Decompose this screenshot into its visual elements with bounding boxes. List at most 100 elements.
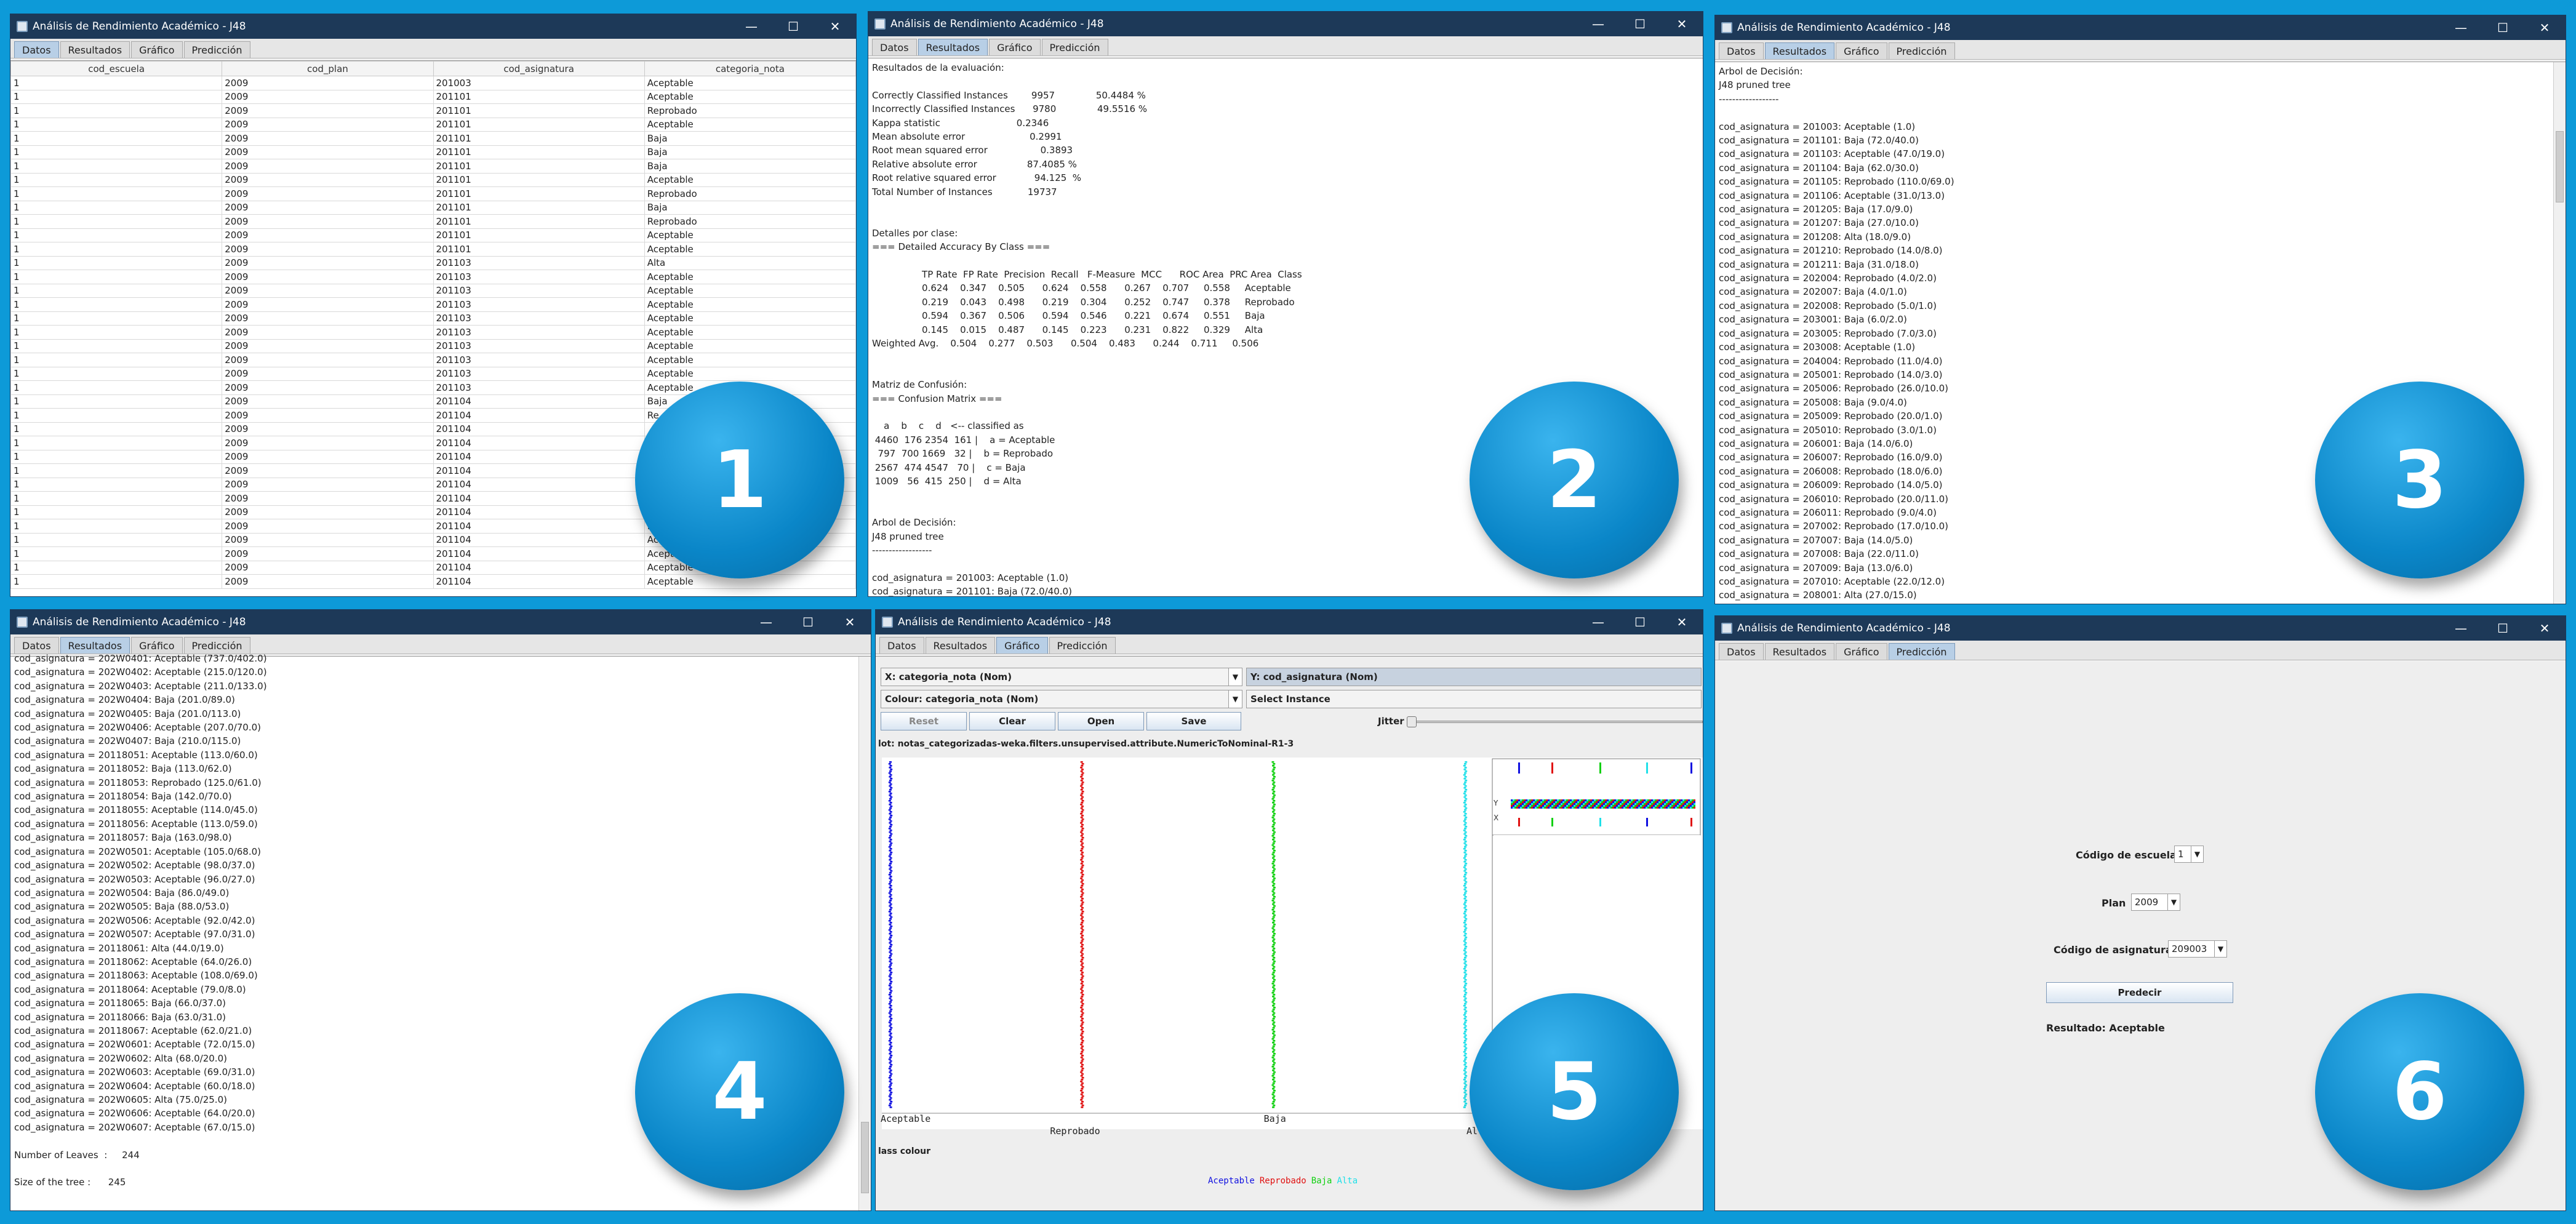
table-cell[interactable]: 1 (10, 145, 223, 159)
table-cell[interactable]: 2009 (222, 325, 434, 340)
tab-prediccion[interactable]: Predicción (1041, 39, 1108, 55)
table-cell[interactable]: 2009 (222, 131, 434, 146)
table-cell[interactable]: 2009 (222, 117, 434, 132)
table-cell[interactable]: 201104 (433, 422, 645, 436)
table-cell[interactable]: 1 (10, 422, 223, 436)
table-cell[interactable]: 201103 (433, 311, 645, 326)
table-cell[interactable]: 1 (10, 477, 223, 492)
minimize-button[interactable]: — (2455, 20, 2467, 35)
table-cell[interactable]: 201103 (433, 325, 645, 340)
tab-resultados[interactable]: Resultados (918, 39, 988, 55)
table-cell[interactable]: 201104 (433, 546, 645, 561)
table-cell[interactable]: 2009 (222, 519, 434, 534)
vertical-scrollbar[interactable] (858, 657, 871, 1210)
table-cell[interactable]: 2009 (222, 103, 434, 118)
tab-grafico[interactable]: Gráfico (1836, 643, 1887, 660)
table-cell[interactable]: 201104 (433, 436, 645, 450)
scroll-thumb[interactable] (2556, 131, 2564, 202)
table-cell[interactable]: 2009 (222, 449, 434, 464)
plan-select[interactable]: 2009▼ (2131, 894, 2180, 911)
legend-item[interactable]: Alta (1337, 1176, 1358, 1186)
table-cell[interactable]: 2009 (222, 463, 434, 478)
table-cell[interactable]: 1 (10, 200, 223, 215)
table-cell[interactable]: Aceptable (644, 89, 856, 104)
maximize-button[interactable]: ☐ (788, 19, 799, 34)
table-cell[interactable]: 1 (10, 394, 223, 409)
table-cell[interactable]: 201104 (433, 532, 645, 547)
table-cell[interactable]: 1 (10, 242, 223, 257)
tab-resultados[interactable]: Resultados (60, 637, 130, 654)
vertical-scrollbar[interactable] (2553, 62, 2566, 604)
data-table[interactable]: cod_escuela cod_plan cod_asignatura cate… (10, 61, 856, 589)
maximize-button[interactable]: ☐ (1634, 17, 1646, 31)
table-cell[interactable]: Aceptable (644, 325, 856, 340)
table-cell[interactable]: 2009 (222, 255, 434, 270)
table-cell[interactable]: 201104 (433, 505, 645, 519)
select-instance[interactable]: Select Instance (1246, 690, 1702, 708)
tab-resultados[interactable]: Resultados (1764, 643, 1835, 660)
tab-grafico[interactable]: Gráfico (131, 41, 183, 58)
tab-datos[interactable]: Datos (872, 39, 917, 55)
predict-button[interactable]: Predecir (2046, 982, 2233, 1003)
tree-text-area[interactable]: cod_asignatura = 202W0401: Aceptable (73… (10, 653, 871, 1210)
table-cell[interactable]: Aceptable (644, 353, 856, 367)
legend-item[interactable]: Baja (1311, 1176, 1332, 1186)
table-cell[interactable]: Aceptable (644, 297, 856, 312)
table-cell[interactable]: 2009 (222, 505, 434, 519)
school-code-select[interactable]: 1▼ (2174, 846, 2204, 863)
table-cell[interactable]: 2009 (222, 311, 434, 326)
table-cell[interactable]: 2009 (222, 491, 434, 506)
table-cell[interactable]: 1 (10, 186, 223, 201)
table-cell[interactable]: 2009 (222, 145, 434, 159)
table-cell[interactable]: 2009 (222, 338, 434, 353)
table-cell[interactable]: 201104 (433, 519, 645, 534)
table-cell[interactable]: 2009 (222, 283, 434, 298)
table-cell[interactable]: 2009 (222, 186, 434, 201)
table-cell[interactable]: 2009 (222, 532, 434, 547)
tab-datos[interactable]: Datos (14, 637, 59, 654)
table-cell[interactable]: 201101 (433, 103, 645, 118)
table-cell[interactable]: 201103 (433, 283, 645, 298)
maximize-button[interactable]: ☐ (2497, 20, 2508, 35)
tab-prediccion[interactable]: Predicción (183, 637, 250, 654)
table-cell[interactable]: 1 (10, 103, 223, 118)
table-cell[interactable]: Reprobado (644, 186, 856, 201)
table-cell[interactable]: 201101 (433, 186, 645, 201)
tab-resultados[interactable]: Resultados (60, 41, 130, 58)
table-cell[interactable]: 201104 (433, 560, 645, 575)
table-cell[interactable]: Aceptable (644, 311, 856, 326)
table-cell[interactable]: 2009 (222, 297, 434, 312)
tab-grafico[interactable]: Gráfico (996, 637, 1048, 654)
table-cell[interactable]: 201104 (433, 463, 645, 478)
close-button[interactable]: ✕ (1676, 17, 1687, 31)
table-cell[interactable]: Aceptable (644, 366, 856, 381)
tab-datos[interactable]: Datos (1719, 643, 1764, 660)
table-cell[interactable]: 201103 (433, 366, 645, 381)
table-cell[interactable]: 1 (10, 546, 223, 561)
table-cell[interactable]: 2009 (222, 436, 434, 450)
table-cell[interactable]: 2009 (222, 242, 434, 257)
colour-select[interactable]: Colour: categoria_nota (Nom)▼ (881, 690, 1242, 708)
table-cell[interactable]: Baja (644, 145, 856, 159)
clear-button[interactable]: Clear (969, 712, 1055, 730)
table-cell[interactable]: 1 (10, 532, 223, 547)
table-cell[interactable]: 2009 (222, 353, 434, 367)
legend-item[interactable]: Aceptable (1208, 1176, 1255, 1186)
scroll-thumb[interactable] (861, 1122, 869, 1193)
table-cell[interactable]: 1 (10, 574, 223, 589)
table-cell[interactable]: Aceptable (644, 117, 856, 132)
tab-prediccion[interactable]: Predicción (1888, 42, 1955, 59)
table-cell[interactable]: 1 (10, 449, 223, 464)
table-cell[interactable]: 1 (10, 172, 223, 187)
table-cell[interactable]: 1 (10, 380, 223, 395)
